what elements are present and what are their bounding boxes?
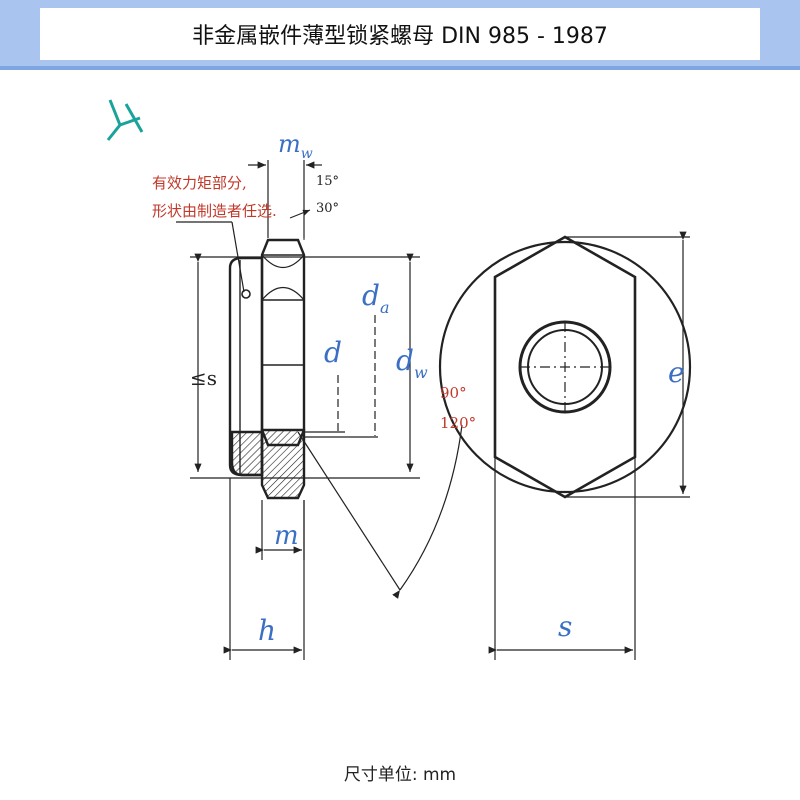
front-view: [438, 231, 692, 660]
angle-90-label: 90°: [440, 384, 467, 402]
s-label: s: [558, 610, 572, 643]
annotation-line-2: 形状由制造者任选.: [152, 202, 277, 220]
hex-body-outline: [260, 238, 306, 447]
side-view: [176, 160, 463, 660]
h-label: h: [258, 614, 276, 647]
annotation-line-1: 有效力矩部分,: [152, 174, 247, 192]
m-label: m: [274, 521, 299, 551]
da-label: da: [362, 279, 389, 317]
angle-15-label: 15°: [316, 174, 339, 189]
title-panel: 非金属嵌件薄型锁紧螺母 DIN 985 - 1987: [40, 8, 760, 60]
mw-label: mw: [278, 130, 313, 162]
unit-note: 尺寸单位: mm: [343, 765, 457, 785]
angle-120-label: 120°: [440, 414, 476, 432]
page-title: 非金属嵌件薄型锁紧螺母 DIN 985 - 1987: [192, 24, 608, 49]
d-label: d: [324, 336, 342, 369]
e-label: e: [668, 356, 685, 389]
nut-technical-drawing: mw 15° 30° 有效力矩部分, 形状由制造者任选. da d dw ≤s …: [106, 99, 692, 660]
title-underline: [0, 66, 800, 70]
angle-30-label: 30°: [316, 201, 339, 216]
title-bar: 非金属嵌件薄型锁紧螺母 DIN 985 - 1987: [0, 0, 800, 70]
chamfer-circle: [438, 240, 692, 494]
pushpin-logo-icon: [106, 99, 144, 141]
le-s-label: ≤s: [190, 366, 217, 390]
dw-label: dw: [396, 344, 428, 382]
hatched-section: [260, 428, 306, 500]
